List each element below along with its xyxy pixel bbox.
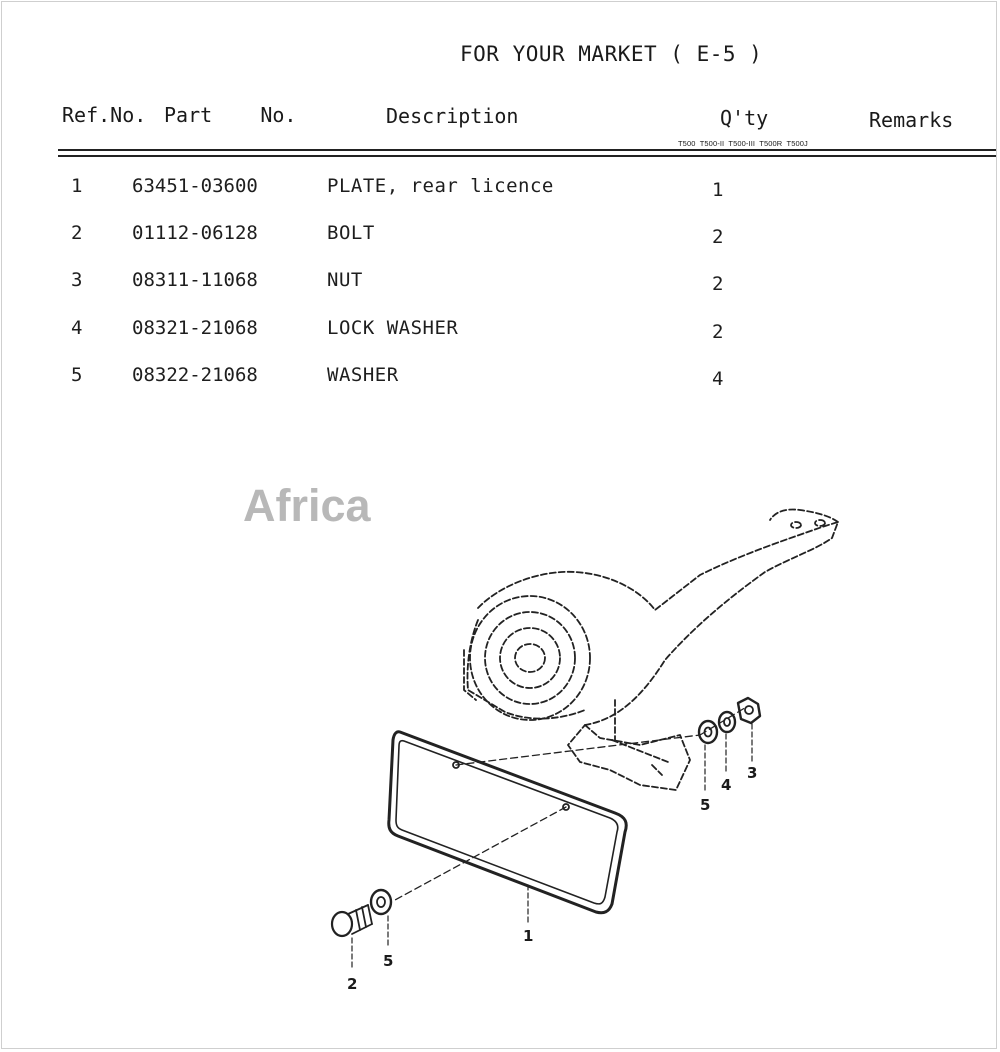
washer-rear-part — [697, 719, 719, 745]
part-no-cell: 08311-11068 — [132, 269, 258, 291]
washer-front-part — [369, 888, 393, 916]
description-cell: BOLT — [327, 222, 375, 244]
bolt-part — [330, 904, 373, 938]
callout-1: 1 — [523, 927, 533, 945]
ref-no-cell: 4 — [71, 317, 83, 339]
qty-cell: 4 — [712, 368, 724, 390]
part-no-cell: 01112-06128 — [132, 222, 258, 244]
table-row: 4 08321-21068 LOCK WASHER 2 — [0, 317, 1000, 347]
part-no-cell: 08322-21068 — [132, 364, 258, 386]
leader-lines — [351, 723, 753, 971]
header-qty: Q'ty — [720, 106, 769, 130]
ref-no-cell: 5 — [71, 364, 83, 386]
nut-part — [736, 696, 762, 725]
description-cell: PLATE, rear licence — [327, 175, 554, 197]
description-cell: LOCK WASHER — [327, 317, 459, 339]
header-qty-models: T500 T500-II T500-III T500R T500J — [678, 139, 808, 148]
licence-plate-part — [387, 730, 628, 915]
header-remarks: Remarks — [869, 108, 954, 132]
callout-4: 4 — [721, 776, 731, 794]
qty-cell: 2 — [712, 273, 724, 295]
ref-no-cell: 3 — [71, 269, 83, 291]
qty-cell: 2 — [712, 226, 724, 248]
ref-no-cell: 2 — [71, 222, 83, 244]
callout-5-rear: 5 — [700, 796, 710, 814]
table-row: 5 08322-21068 WASHER 4 — [0, 364, 1000, 394]
tail-lamp-assembly — [463, 508, 839, 791]
page-title: FOR YOUR MARKET ( E-5 ) — [460, 42, 763, 66]
description-cell: WASHER — [327, 364, 399, 386]
part-no-cell: 08321-21068 — [132, 317, 258, 339]
watermark: Africa — [243, 480, 371, 531]
qty-cell: 1 — [712, 179, 724, 201]
table-row: 1 63451-03600 PLATE, rear licence 1 — [0, 175, 1000, 205]
description-cell: NUT — [327, 269, 363, 291]
header-part-no: Part No. — [164, 103, 297, 127]
qty-cell: 2 — [712, 321, 724, 343]
callout-5-front: 5 — [383, 952, 393, 970]
table-row: 2 01112-06128 BOLT 2 — [0, 222, 1000, 252]
header-description: Description — [386, 104, 519, 128]
part-no-cell: 63451-03600 — [132, 175, 258, 197]
header-rule-bottom — [58, 155, 996, 157]
ref-no-cell: 1 — [71, 175, 83, 197]
header-ref-no: Ref.No. — [62, 103, 147, 127]
header-rule-top — [58, 149, 996, 151]
lock-washer-part — [717, 710, 737, 734]
callout-3: 3 — [747, 764, 757, 782]
exploded-parts-diagram: 1 2 5 5 4 3 — [330, 508, 839, 993]
callout-2: 2 — [347, 975, 357, 993]
table-row: 3 08311-11068 NUT 2 — [0, 269, 1000, 299]
